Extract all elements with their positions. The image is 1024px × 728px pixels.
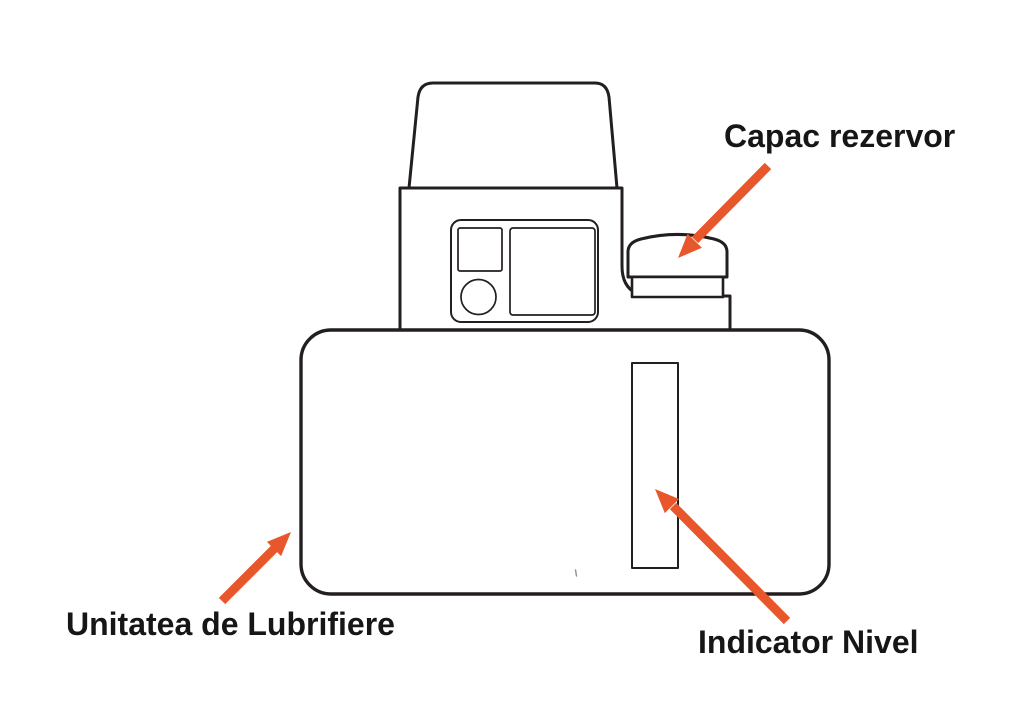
arrow-capac-head [678, 233, 702, 258]
label-capac-rezervor: Capac rezervor [724, 118, 956, 154]
arrow-indicator-head [655, 489, 679, 514]
control-panel-knob [460, 278, 497, 316]
reservoir-cap-collar [630, 275, 725, 299]
arrow-unitatea [218, 532, 291, 605]
reservoir-tank-outline [299, 328, 831, 596]
stray-print-mark [574, 569, 578, 577]
reservoir-cap-dome [626, 233, 729, 279]
control-panel-small-display [457, 227, 503, 272]
motor-housing-outline [407, 81, 619, 190]
callout-arrows-group [218, 162, 791, 625]
arrow-unitatea-shaft [218, 544, 279, 605]
arrow-indicator-shaft [669, 502, 791, 625]
label-unitatea-de-lubrifiere: Unitatea de Lubrifiere [66, 606, 395, 642]
arrow-capac-shaft [691, 162, 772, 244]
machine-outline-group [299, 81, 831, 596]
arrow-unitatea-head [266, 532, 291, 557]
arrow-indicator-nivel [655, 489, 791, 625]
arrow-capac-rezervor [678, 162, 772, 258]
control-panel-main-display [509, 227, 596, 316]
level-indicator-window [631, 362, 679, 569]
control-panel [450, 219, 599, 323]
label-indicator-nivel: Indicator Nivel [698, 624, 919, 660]
